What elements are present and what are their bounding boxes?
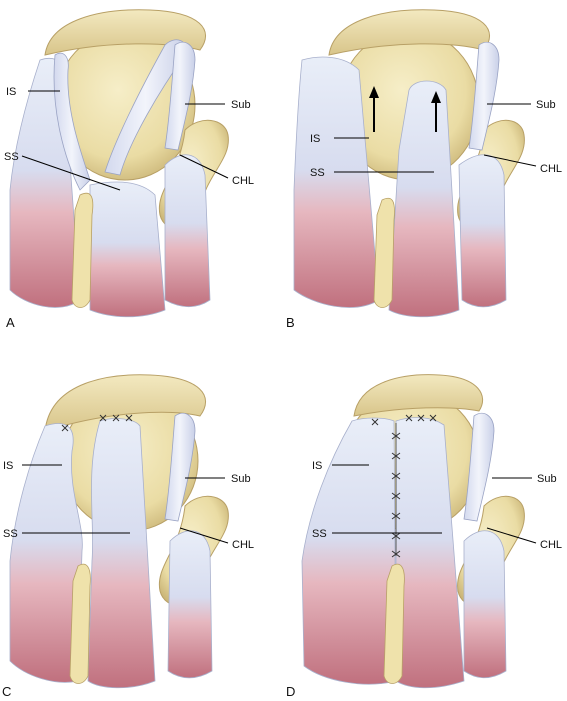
infraspinatus-tendon <box>53 52 91 191</box>
acromion <box>44 374 206 432</box>
label-chl: CHL <box>232 175 254 187</box>
subscapularis-tendon <box>463 412 495 522</box>
biceps-groove <box>373 197 395 308</box>
leader-chl <box>179 527 229 544</box>
acromion <box>353 374 484 417</box>
panel-letter: D <box>286 684 295 699</box>
subscapularis-tendon <box>164 412 196 522</box>
supraspinatus-muscle <box>395 417 465 689</box>
supraspinatus-muscle <box>89 181 166 318</box>
label-chl: CHL <box>540 539 562 551</box>
biceps-groove <box>71 192 94 308</box>
panel-c-illustration: IS SS Sub CHL C <box>2 374 254 699</box>
biceps-groove <box>69 563 91 684</box>
leader-chl <box>486 527 537 544</box>
leader-chl <box>483 154 537 167</box>
label-ss: SS <box>312 528 327 540</box>
label-sub: Sub <box>536 99 556 111</box>
label-is: IS <box>312 460 322 472</box>
leader-chl <box>179 154 229 179</box>
panel-c: IS SS Sub CHL C <box>0 351 283 701</box>
label-ss: SS <box>4 151 19 163</box>
panel-d-illustration: IS SS Sub CHL D <box>286 374 562 699</box>
label-ss: SS <box>310 167 325 179</box>
panel-b-illustration: IS SS Sub CHL B <box>286 9 562 330</box>
supraspinatus-muscle <box>87 418 156 689</box>
panel-letter: B <box>286 315 295 330</box>
label-chl: CHL <box>540 163 562 175</box>
suture-marks <box>61 414 133 432</box>
subscapularis-muscle <box>164 154 211 308</box>
acromion <box>44 9 206 56</box>
panel-d: IS SS Sub CHL D <box>284 351 567 701</box>
arrow-is-head <box>369 86 379 98</box>
panel-a: IS SS Sub CHL A <box>0 0 283 350</box>
panel-a-illustration: IS SS Sub CHL A <box>4 9 254 330</box>
panel-b: IS SS Sub CHL B <box>284 0 567 350</box>
label-chl: CHL <box>232 539 254 551</box>
suture-marks <box>371 414 437 558</box>
infraspinatus-muscle <box>301 417 397 685</box>
subscapularis-tendon <box>468 41 500 151</box>
arrow-ss-head <box>431 91 441 103</box>
supraspinatus-muscle <box>388 80 460 318</box>
biceps-groove <box>383 563 405 684</box>
label-ss: SS <box>3 528 18 540</box>
acromion <box>328 9 490 56</box>
label-is: IS <box>6 86 16 98</box>
label-is: IS <box>310 133 320 145</box>
label-is: IS <box>3 460 13 472</box>
subscapularis-muscle <box>463 530 507 679</box>
label-sub: Sub <box>231 99 251 111</box>
label-sub: Sub <box>537 473 557 485</box>
subscapularis-muscle <box>458 154 507 308</box>
subscapularis-muscle <box>167 530 213 679</box>
infraspinatus-muscle <box>293 56 380 308</box>
panel-letter: A <box>6 315 15 330</box>
subscapularis-tendon <box>164 41 196 151</box>
leader-ss <box>21 155 121 191</box>
label-sub: Sub <box>231 473 251 485</box>
panel-letter: C <box>2 684 11 699</box>
